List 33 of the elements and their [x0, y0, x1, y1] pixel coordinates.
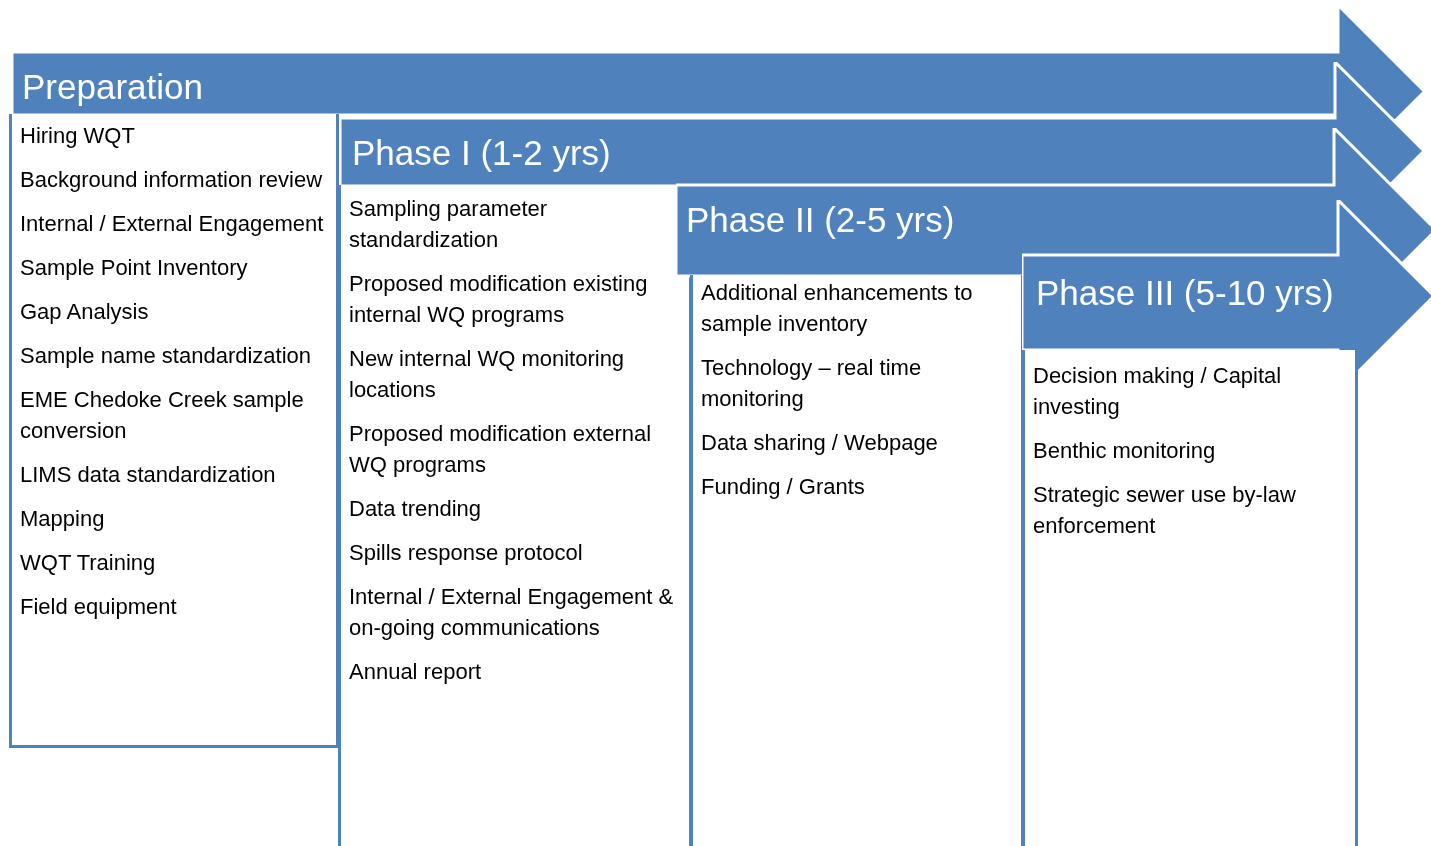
list-item: Internal / External Engagement	[20, 210, 325, 238]
list-item: Background information review	[20, 166, 324, 194]
list-item: Mapping	[20, 505, 106, 533]
list-item: Gap Analysis	[20, 298, 150, 326]
list-item: Decision making / Capital investing	[1033, 362, 1283, 421]
task-list-panel	[9, 114, 339, 748]
list-item: WQT Training	[20, 549, 157, 577]
list-item: Proposed modification existing internal WQ programs	[349, 270, 649, 329]
list-item: Funding / Grants	[701, 473, 866, 501]
list-item: Field equipment	[20, 593, 178, 621]
task-list-panel	[690, 275, 1024, 846]
list-item: Hiring WQT	[20, 122, 136, 150]
list-item: Data trending	[349, 495, 483, 523]
list-item: Internal / External Engagement & on-going communications	[349, 583, 675, 642]
phase-heading: Phase I (1-2 yrs)	[352, 132, 611, 174]
list-item: EME Chedoke Creek sample conversion	[20, 386, 305, 445]
phase-heading: Phase II (2-5 yrs)	[686, 199, 955, 241]
list-item: Sample name standardization	[20, 342, 313, 370]
list-item: Annual report	[349, 658, 483, 686]
list-item: Technology – real time monitoring	[701, 354, 923, 413]
list-item: Data sharing / Webpage	[701, 429, 939, 457]
list-item: Sample Point Inventory	[20, 254, 249, 282]
list-item: Sampling parameter standardization	[349, 195, 549, 254]
task-list-panel	[1022, 350, 1358, 846]
list-item: Benthic monitoring	[1033, 437, 1217, 465]
list-item: LIMS data standardization	[20, 461, 277, 489]
list-item: Strategic sewer use by-law enforcement	[1033, 481, 1297, 540]
list-item: New internal WQ monitoring locations	[349, 345, 626, 404]
list-item: Additional enhancements to sample inventory	[701, 279, 974, 338]
list-item: Proposed modification external WQ programs	[349, 420, 653, 479]
phase-heading: Phase III (5-10 yrs)	[1036, 272, 1334, 314]
phase-heading: Preparation	[22, 66, 203, 108]
list-item: Spills response protocol	[349, 539, 584, 567]
